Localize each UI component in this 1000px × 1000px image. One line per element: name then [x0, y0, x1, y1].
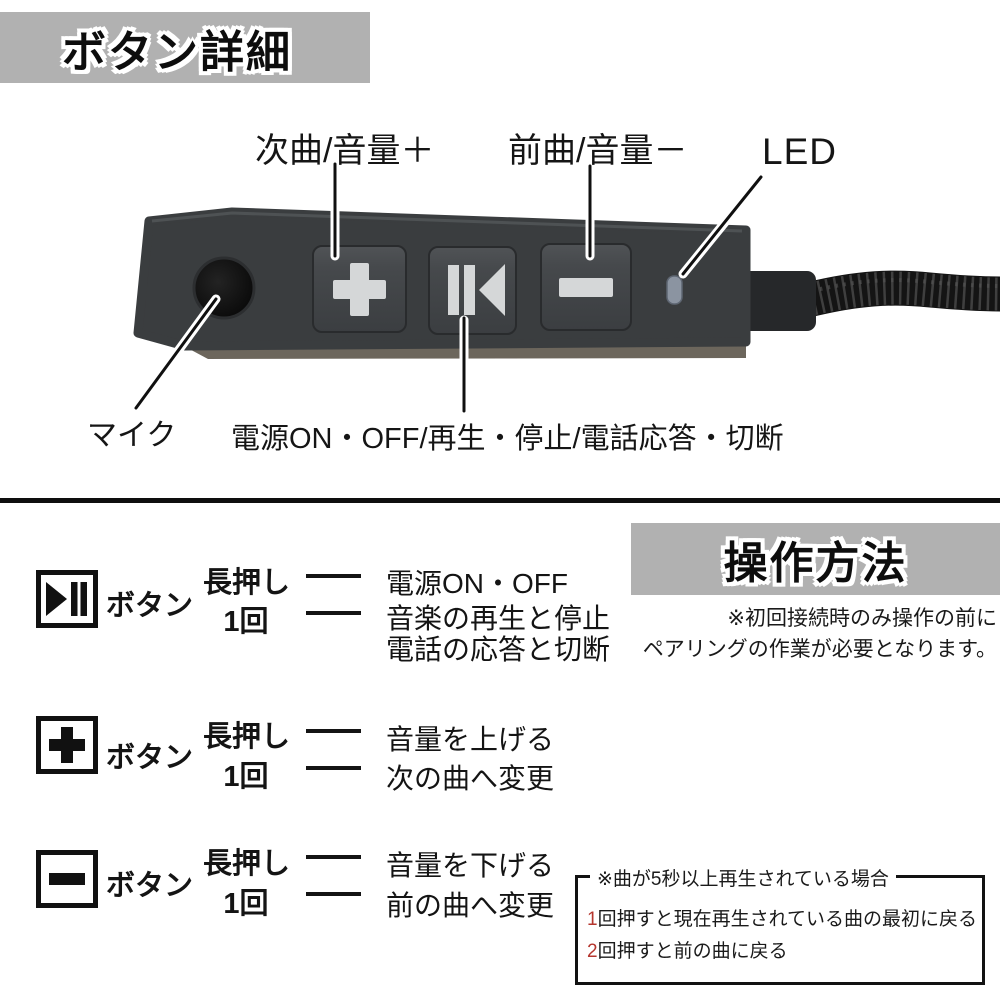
play-pause-prev-icon [448, 264, 505, 316]
section-divider [0, 498, 1000, 503]
callout-lines [132, 161, 766, 415]
playback-note-box: ※曲が5秒以上再生されている場合 1回押すと現在再生されている曲の最初に戻る 2… [575, 864, 985, 985]
pairing-note-line2: ペアリングの作業が必要となります。 [642, 638, 997, 661]
row3-long-press: 長押し [203, 848, 291, 880]
row2-button-word: ボタン [106, 742, 194, 774]
row2-once-result-1: 次の曲へ変更 [386, 763, 555, 794]
row2-dash-2 [306, 766, 361, 770]
row1-long-press: 長押し [203, 567, 291, 599]
plus-icon [333, 263, 386, 316]
playback-note-line2: 2回押すと前の曲に戻る [587, 936, 788, 963]
device-illustration [132, 161, 1000, 415]
playback-note-line1: 1回押すと現在再生されている曲の最初に戻る [587, 904, 977, 931]
row3-button-glyph-box [36, 850, 98, 908]
section-banner-button-details: ボタン詳細 [0, 12, 370, 83]
section-banner-operation-method: 操作方法 [631, 523, 1000, 595]
label-prev-track-volume-down: 前曲/音量－ [508, 132, 688, 170]
microphone-hole-icon [192, 256, 256, 320]
row3-once-result-1: 前の曲へ変更 [386, 890, 555, 921]
row1-long-press-result: 電源ON・OFF [386, 568, 568, 599]
play-pause-icon [46, 582, 87, 616]
pairing-note: ※初回接続時のみ操作の前に ペアリングの作業が必要となります。 [600, 603, 997, 665]
device-play-pause-button [428, 246, 517, 335]
minus-icon [49, 873, 85, 885]
row1-dash-2 [306, 611, 361, 615]
label-next-track-volume-up: 次曲/音量＋ [255, 132, 435, 170]
plus-icon [49, 727, 85, 763]
pairing-note-line1: ※初回接続時のみ操作の前に [727, 607, 997, 630]
playback-note-line1-text: 回押すと現在再生されている曲の最初に戻る [597, 909, 978, 930]
row3-dash-2 [306, 892, 361, 896]
row3-long-press-result: 音量を下げる [386, 850, 555, 881]
row3-dash-1 [306, 855, 361, 859]
row1-once-result-1: 音楽の再生と停止 [386, 603, 611, 634]
row1-button-glyph-box [36, 570, 98, 628]
gooseneck-cable [794, 270, 1000, 317]
row1-once: 1回 [223, 606, 269, 638]
playback-note-line2-number: 2 [587, 941, 598, 962]
playback-note-line1-number: 1 [587, 909, 598, 930]
operation-title: 操作方法 [723, 539, 908, 588]
row2-long-press: 長押し [203, 721, 291, 753]
page-title: ボタン詳細 [62, 27, 292, 77]
row2-long-press-result: 音量を上げる [386, 724, 555, 755]
row1-dash-1 [306, 574, 361, 578]
playback-note-line2-text: 回押すと前の曲に戻る [597, 941, 788, 962]
device-plus-button [312, 245, 407, 333]
label-multi-function: 電源ON・OFF/再生・停止/電話応答・切断 [231, 423, 784, 455]
led-indicator [666, 275, 683, 305]
row2-dash-1 [306, 729, 361, 733]
label-mic: マイク [87, 419, 177, 452]
device-minus-button [540, 243, 632, 331]
playback-note-title: ※曲が5秒以上再生されている場合 [590, 864, 896, 891]
label-led: LED [762, 131, 837, 172]
minus-icon [559, 278, 613, 297]
row2-once: 1回 [223, 761, 269, 793]
row1-once-result-2: 電話の応答と切断 [386, 634, 611, 665]
row2-button-glyph-box [36, 716, 98, 774]
row3-button-word: ボタン [106, 870, 194, 902]
cable-connector [740, 271, 816, 331]
row1-button-word: ボタン [106, 590, 194, 622]
device-top-edge-highlight [151, 211, 743, 233]
row3-once: 1回 [223, 888, 269, 920]
callout-line-led [681, 175, 763, 276]
callout-line-mic [134, 297, 218, 410]
